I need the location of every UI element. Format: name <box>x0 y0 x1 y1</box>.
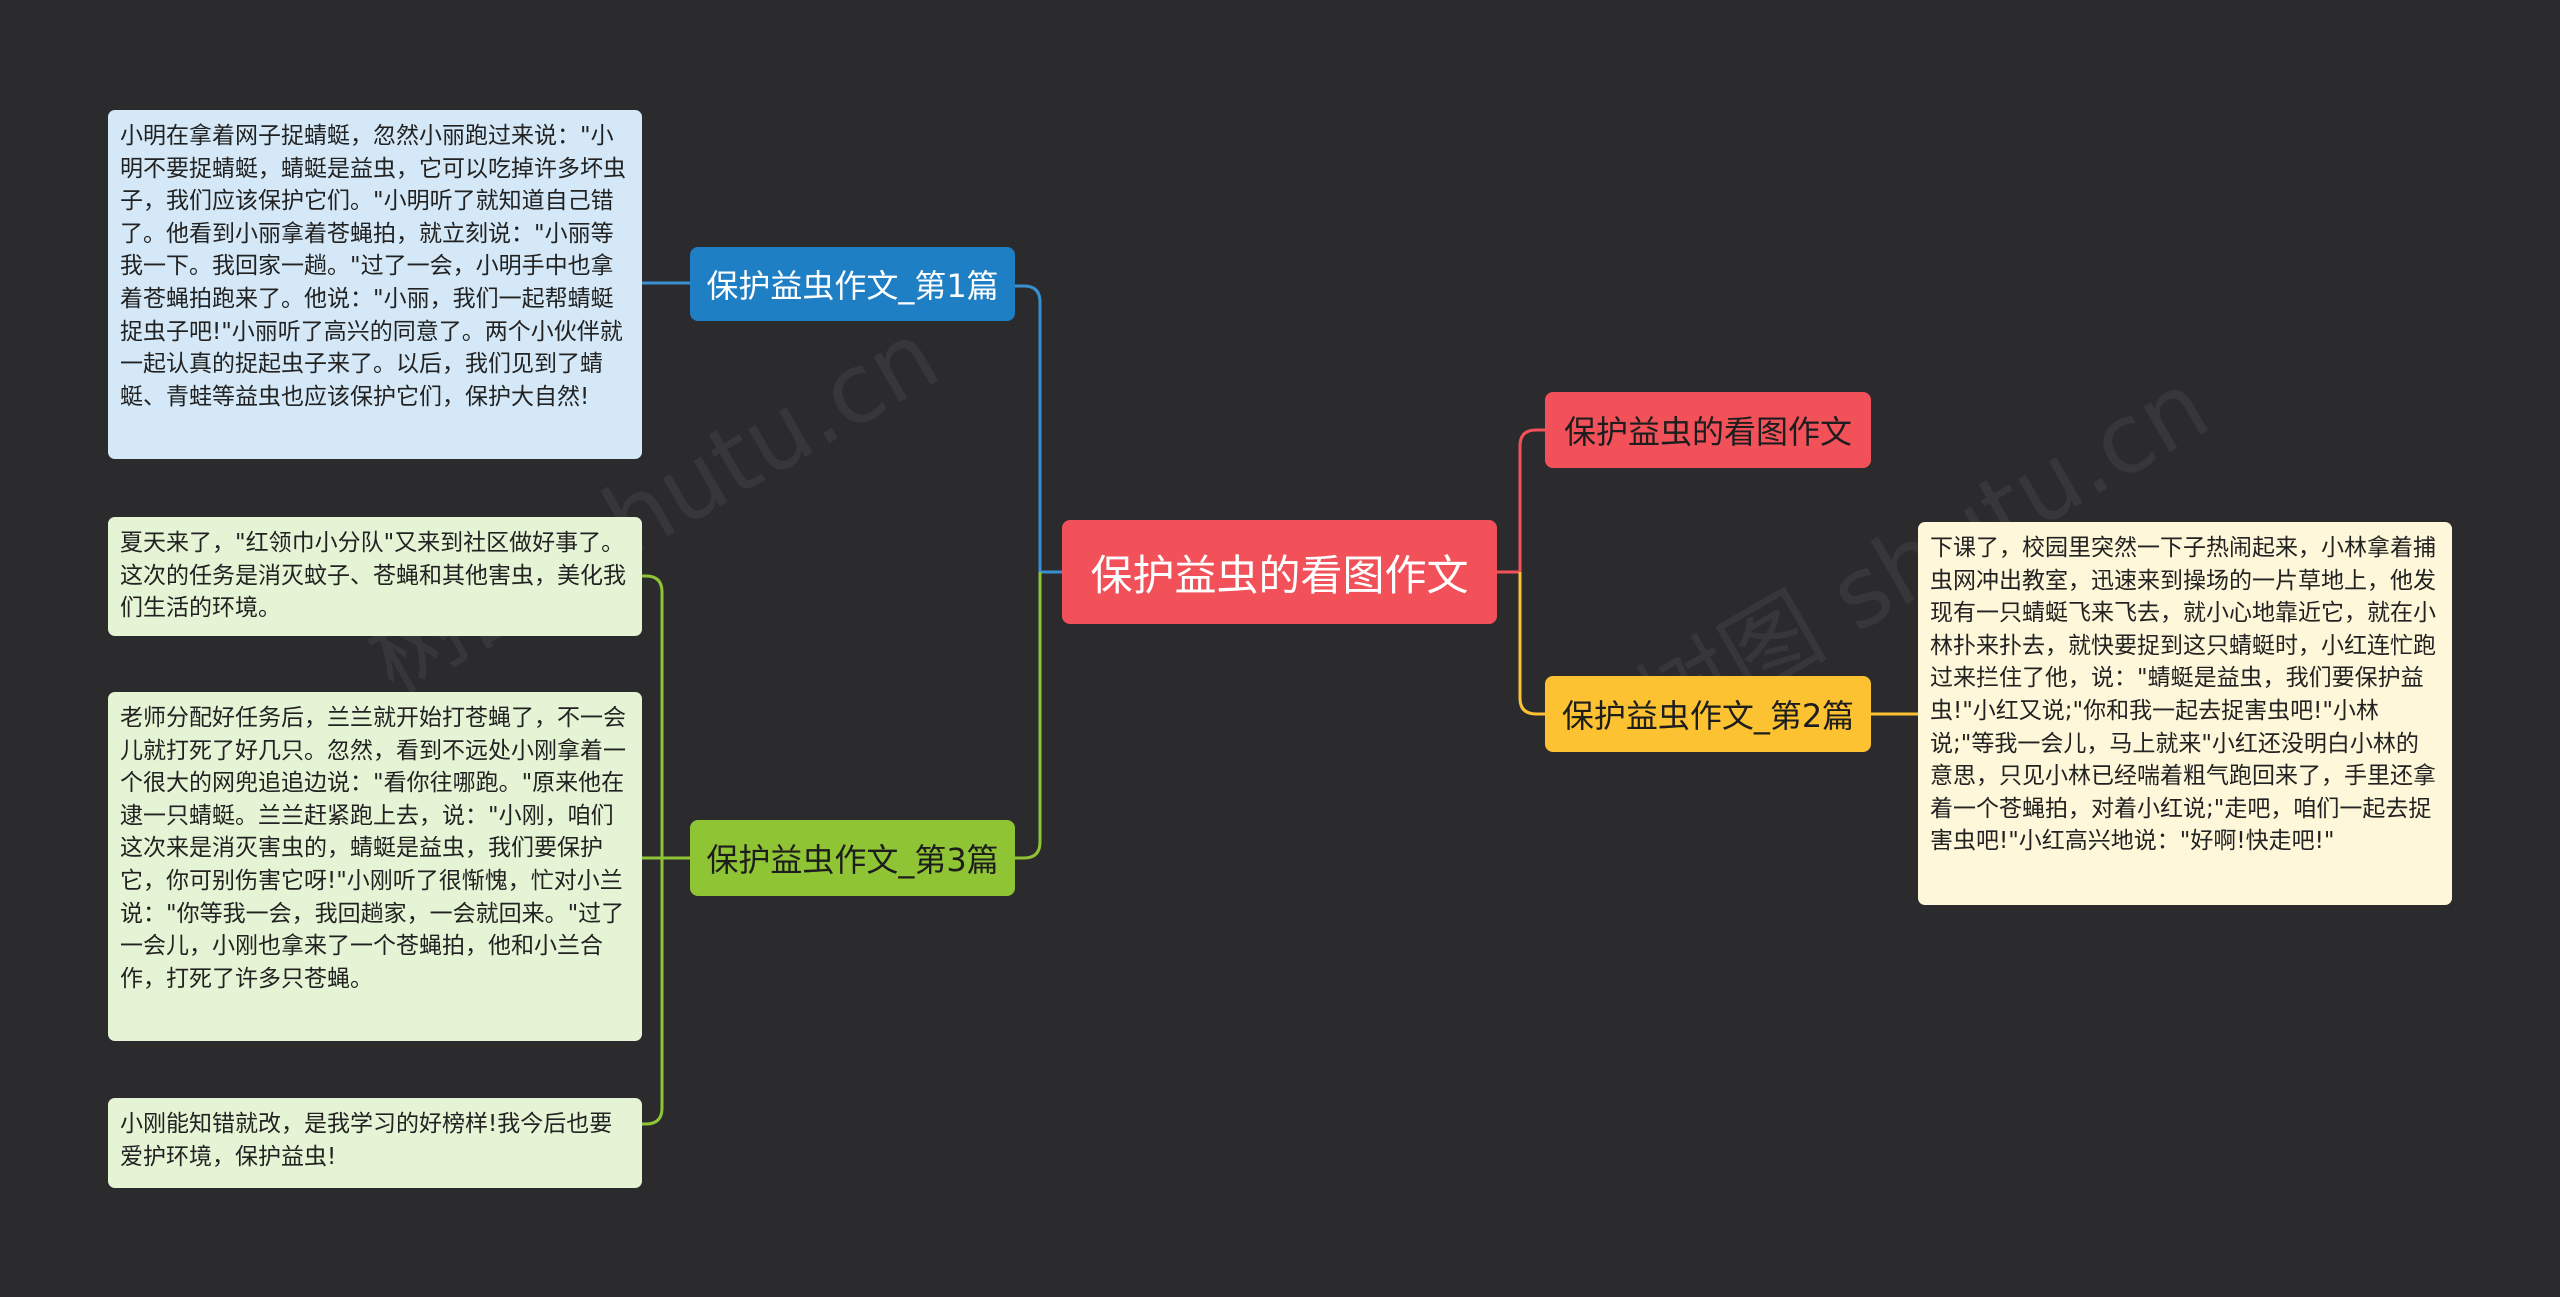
branch-article-1-label: 保护益虫作文_第1篇 <box>706 267 999 305</box>
leaf-article-3-text-3[interactable]: 小刚能知错就改，是我学习的好榜样!我今后也要爱护环境，保护益虫! <box>108 1098 642 1188</box>
branch-article-3-label: 保护益虫作文_第3篇 <box>706 841 999 879</box>
root-topic[interactable]: 保护益虫的看图作文 <box>1062 520 1497 624</box>
leaf-article-3-text-1[interactable]: 夏天来了，"红领巾小分队"又来到社区做好事了。这次的任务是消灭蚊子、苍蝇和其他害… <box>108 517 642 636</box>
leaf-article-3-text-2[interactable]: 老师分配好任务后，兰兰就开始打苍蝇了，不一会儿就打死了好几只。忽然，看到不远处小… <box>108 692 642 1041</box>
leaf-article-3-content-1: 夏天来了，"红领巾小分队"又来到社区做好事了。这次的任务是消灭蚊子、苍蝇和其他害… <box>120 530 626 622</box>
link-article3-leaf1 <box>642 574 690 860</box>
leaf-article-1-content: 小明在拿着网子捉蜻蜓，忽然小丽跑过来说："小明不要捉蜻蜓，蜻蜓是益虫，它可以吃掉… <box>120 123 626 410</box>
leaf-article-3-content-2: 老师分配好任务后，兰兰就开始打苍蝇了，不一会儿就打死了好几只。忽然，看到不远处小… <box>120 705 626 992</box>
root-topic-label: 保护益虫的看图作文 <box>1090 550 1469 600</box>
leaf-article-3-content-3: 小刚能知错就改，是我学习的好榜样!我今后也要爱护环境，保护益虫! <box>120 1111 613 1170</box>
leaf-article-2-content: 下课了，校园里突然一下子热闹起来，小林拿着捕虫网冲出教室，迅速来到操场的一片草地… <box>1930 535 2436 855</box>
leaf-article-2-text[interactable]: 下课了，校园里突然一下子热闹起来，小林拿着捕虫网冲出教室，迅速来到操场的一片草地… <box>1918 522 2452 905</box>
branch-article-2[interactable]: 保护益虫作文_第2篇 <box>1545 676 1871 752</box>
link-root-title <box>1497 428 1545 574</box>
link-root-article1 <box>1015 284 1062 574</box>
link-root-article2 <box>1518 572 1545 716</box>
link-article3-leaf3 <box>642 858 664 1126</box>
link-root-article3 <box>1015 572 1042 860</box>
branch-article-2-label: 保护益虫作文_第2篇 <box>1561 697 1855 735</box>
branch-title-label: 保护益虫的看图作文 <box>1563 413 1852 451</box>
branch-article-1[interactable]: 保护益虫作文_第1篇 <box>690 247 1015 321</box>
leaf-article-1-text[interactable]: 小明在拿着网子捉蜻蜓，忽然小丽跑过来说："小明不要捉蜻蜓，蜻蜓是益虫，它可以吃掉… <box>108 110 642 459</box>
branch-title[interactable]: 保护益虫的看图作文 <box>1545 392 1871 468</box>
branch-article-3[interactable]: 保护益虫作文_第3篇 <box>690 820 1015 896</box>
